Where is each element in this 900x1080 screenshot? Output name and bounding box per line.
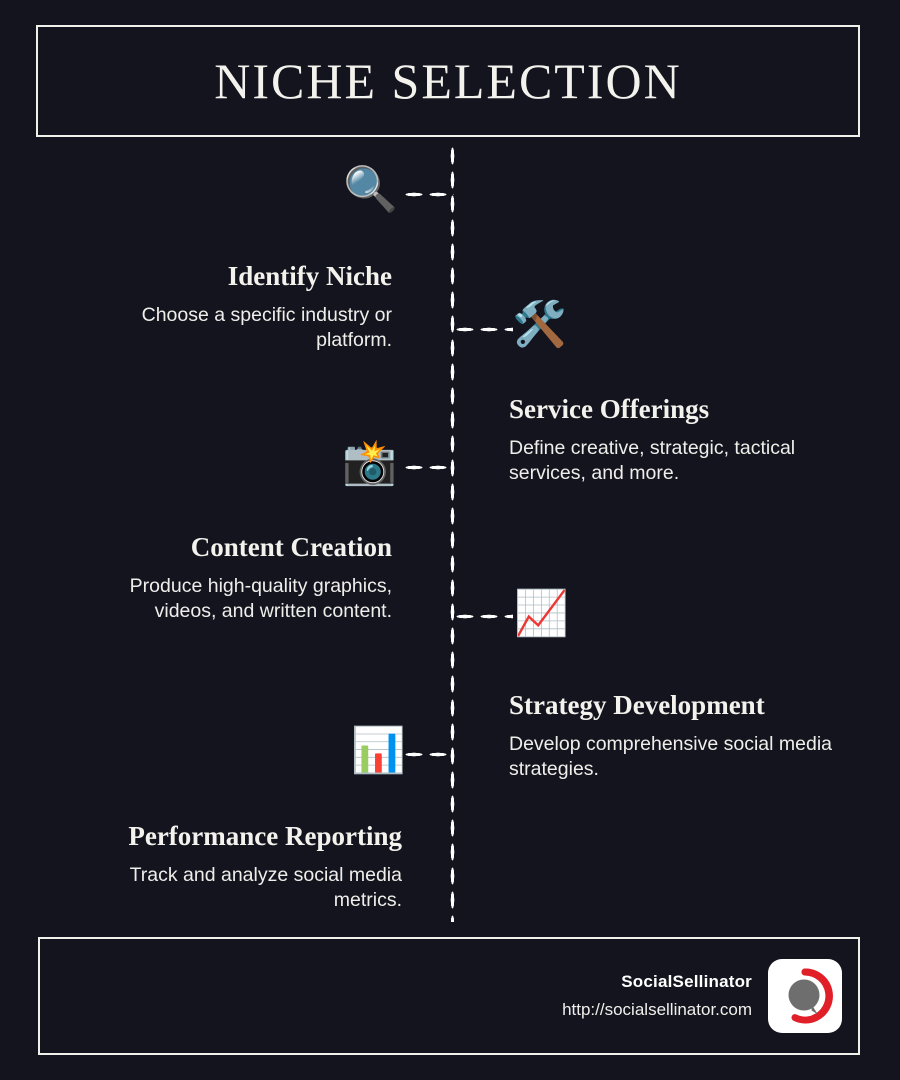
magnifying-glass-icon: 🔍 [343,165,398,214]
brand-name: SocialSellinator [621,972,752,991]
step-body: Develop comprehensive social media strat… [509,732,832,780]
chart-increasing-icon: 📈 [514,589,569,638]
step-heading: Service Offerings [509,394,710,424]
website-url[interactable]: http://socialsellinator.com [562,1000,752,1019]
step-heading: Content Creation [190,532,392,562]
camera-with-flash-icon: 📸 [342,438,397,487]
step-performance-reporting: 📊 Performance Reporting Track and analyz… [90,729,406,913]
step-body: Produce high-quality graphics, videos, a… [129,574,392,622]
timeline-branch-5 [402,752,454,757]
step-identify-niche: 🔍 Identify Niche Choose a specific indus… [90,168,398,353]
title-frame: NICHE SELECTION [36,25,860,137]
page-title: NICHE SELECTION [214,53,682,109]
step-heading: Performance Reporting [128,821,402,851]
step-body: Choose a specific industry or platform. [141,303,392,351]
bar-chart-icon: 📊 [351,726,406,775]
timeline-branch-2 [453,327,513,332]
footer-text-block: SocialSellinator http://socialsellinator… [562,972,752,1020]
step-service-offerings: 🛠️ Service Offerings Define creative, st… [509,303,849,486]
timeline-spine [450,144,455,922]
socialsellinator-logo-icon [768,959,842,1033]
step-strategy-development: 📈 Strategy Development Develop comprehen… [509,592,849,782]
timeline-branch-3 [402,465,454,470]
step-body: Define creative, strategic, tactical ser… [509,436,796,484]
step-heading: Strategy Development [509,690,765,720]
footer-content: SocialSellinator http://socialsellinator… [562,939,842,1053]
timeline-branch-1 [402,192,454,197]
step-content-creation: 📸 Content Creation Produce high-quality … [90,441,397,624]
footer-frame: SocialSellinator http://socialsellinator… [38,937,860,1055]
hammer-and-wrench-icon: 🛠️ [512,300,567,349]
step-body: Track and analyze social media metrics. [129,863,402,911]
step-heading: Identify Niche [227,261,392,291]
timeline-branch-4 [453,614,513,619]
